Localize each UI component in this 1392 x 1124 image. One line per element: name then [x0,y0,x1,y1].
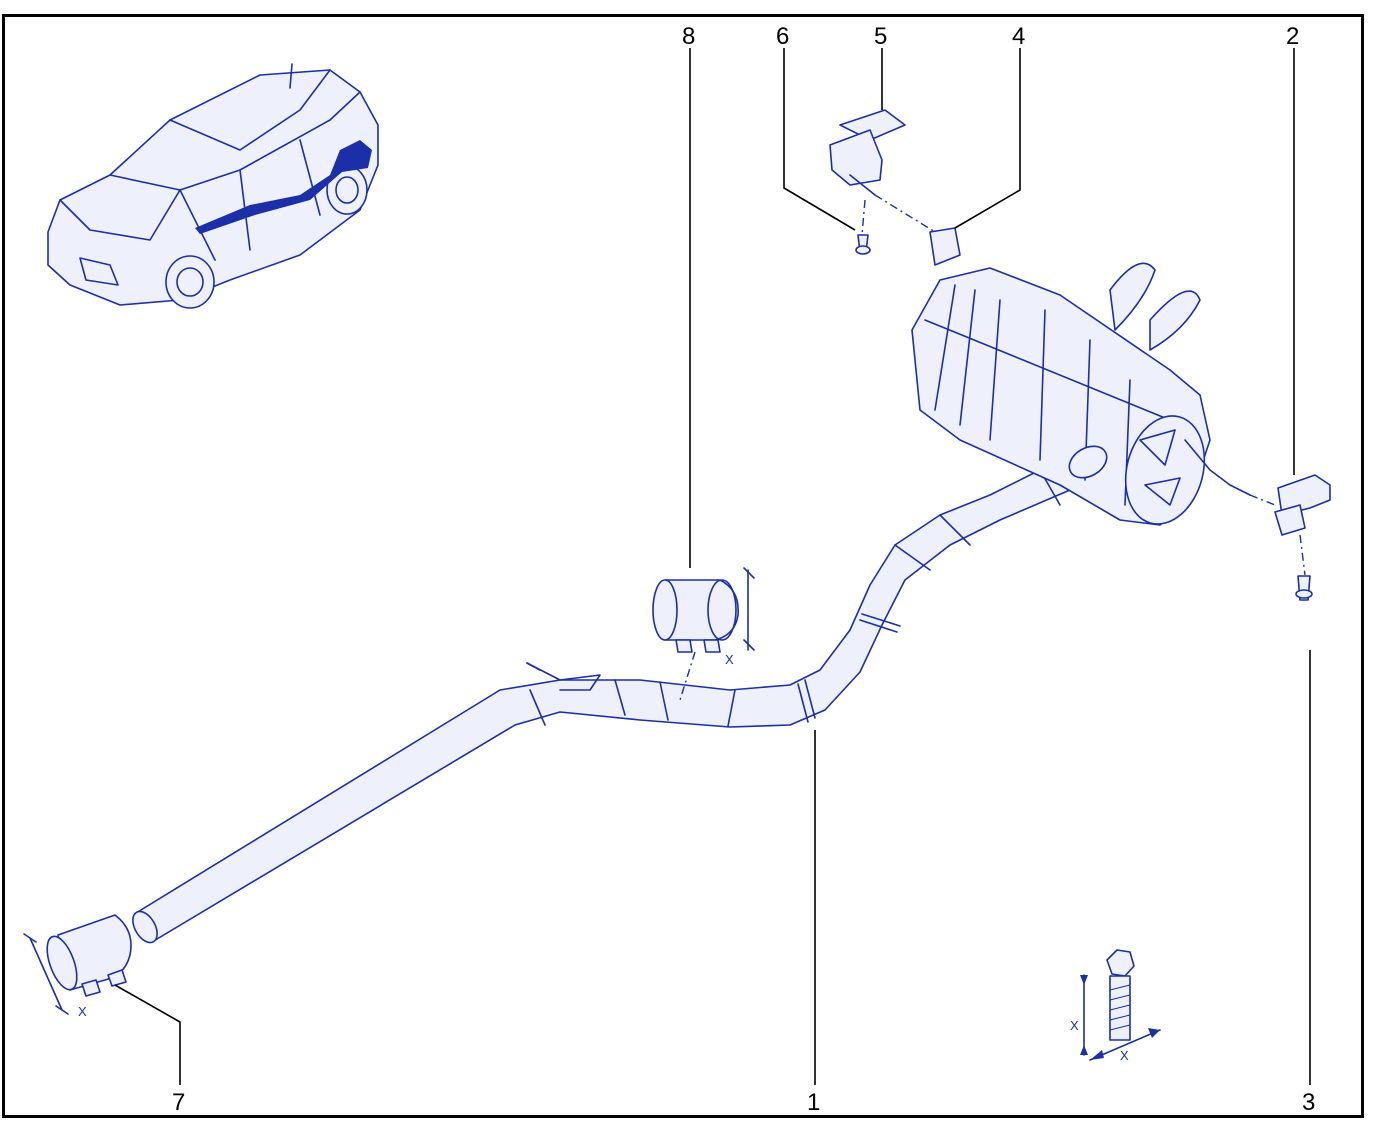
callout-1: 1 [807,1089,820,1116]
clamp-7 [23,914,132,1015]
rear-hanger-bracket [1274,474,1331,601]
dimension-label-bolt-length: X [1070,1018,1079,1033]
exhaust-pipe-assembly [132,459,1081,944]
callout-6: 6 [776,23,789,50]
leader-lines [114,48,1311,1085]
car-overview-illustration [47,63,379,309]
rear-silencer [911,262,1276,526]
callout-7: 7 [172,1089,185,1116]
front-hanger-parts [829,109,961,266]
bolt-tightening-detail [1080,949,1161,1061]
clamp-8 [652,567,755,701]
callout-8: 8 [682,23,695,50]
dimension-label-clamp-7: X [78,1004,87,1019]
callout-5: 5 [874,23,887,50]
dimension-label-bolt-width: X [1120,1048,1129,1063]
dimension-label-clamp-8: X [725,652,734,667]
callout-2: 2 [1286,23,1299,50]
callout-3: 3 [1302,1089,1315,1116]
callout-4: 4 [1012,23,1025,50]
